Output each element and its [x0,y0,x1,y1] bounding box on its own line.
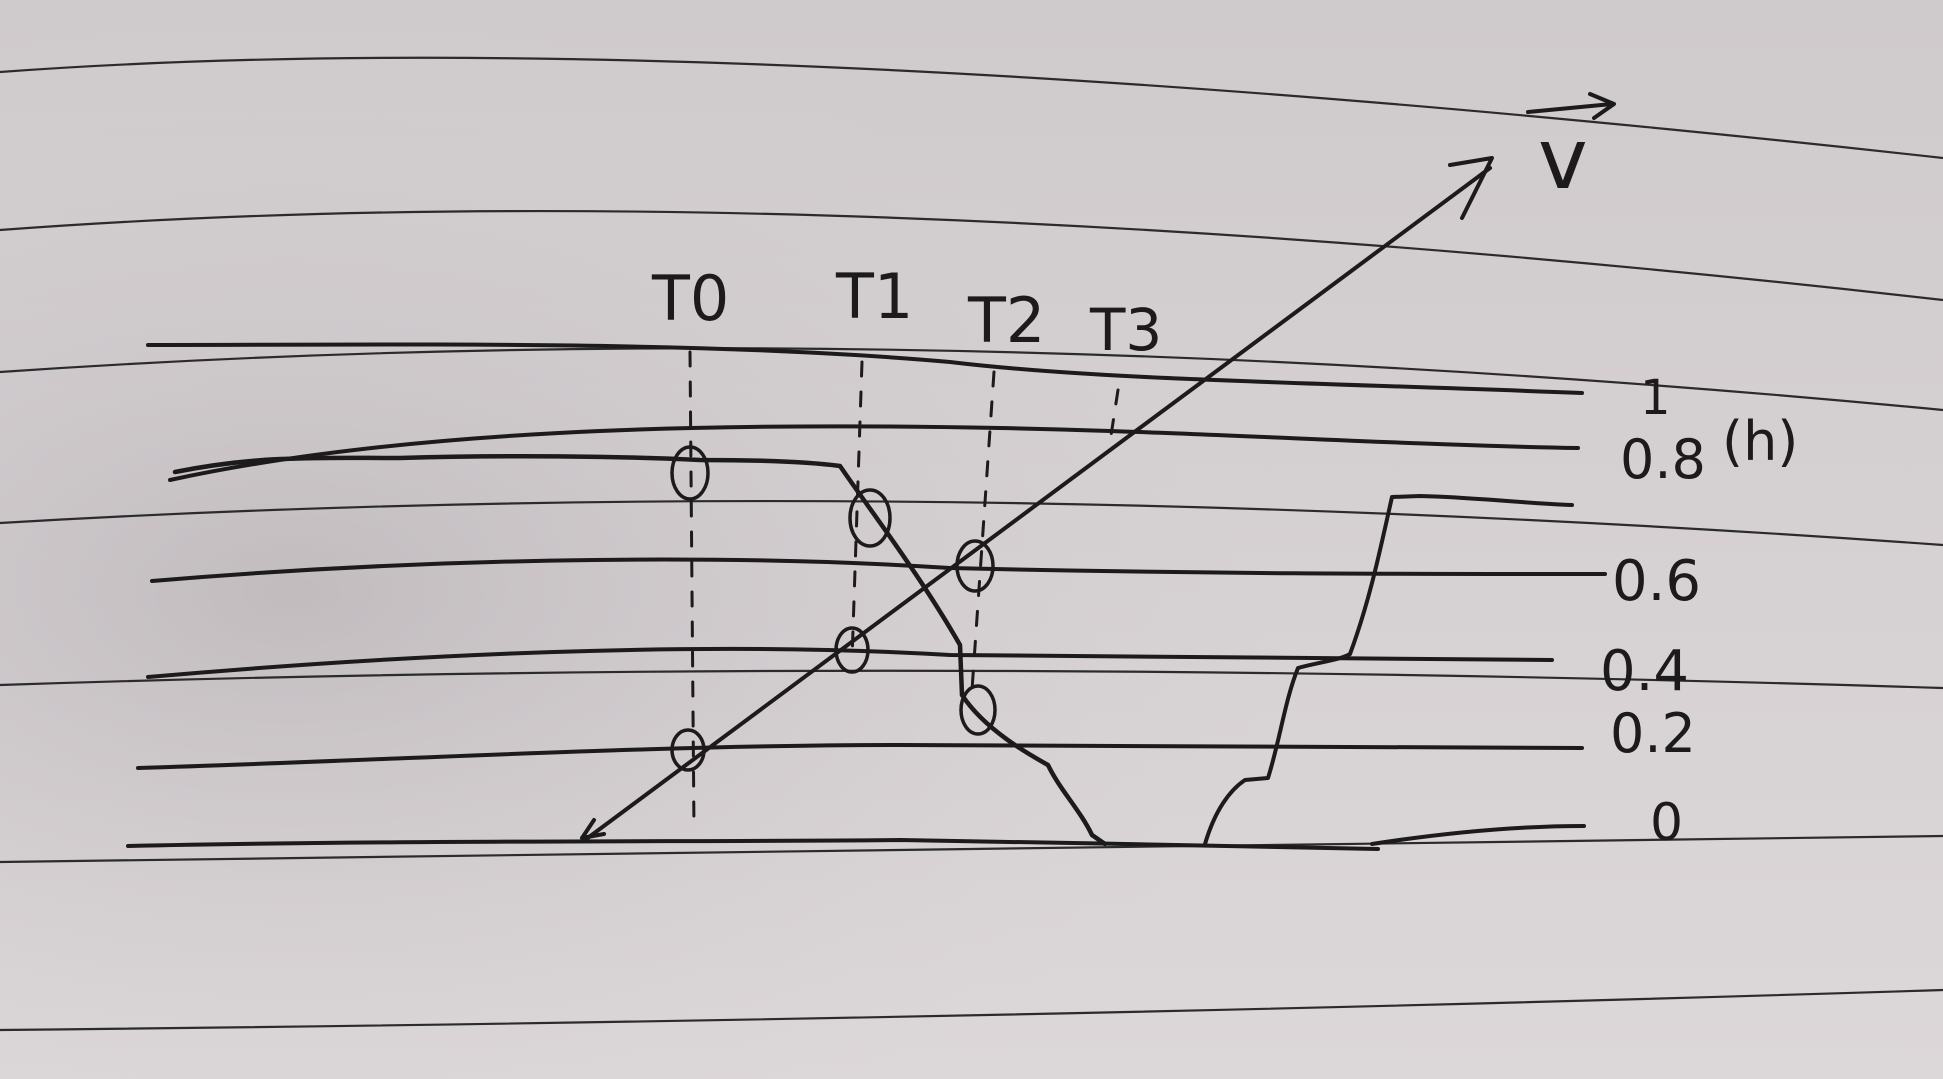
ruled-line [0,209,1943,302]
ruled-line [0,56,1943,160]
label-level-0.2: 0.2 [1610,702,1696,765]
label-t0: T0 [651,262,729,335]
sample-point-t2-vector [955,539,995,593]
label-t2: T2 [967,284,1045,357]
level-line-0.2 [136,742,1584,770]
ruled-line [0,834,1943,864]
sample-point-t0-vector [670,728,706,772]
vector-tip-arrowhead [1448,156,1494,220]
time-labels: T0 T1 T2 T3 [651,260,1162,364]
level-line-0.4 [146,646,1554,679]
level-line-0-right [1370,824,1586,846]
vector-label-arrow [1526,92,1616,120]
time-markers [688,350,1120,832]
label-t1: T1 [835,260,913,333]
label-level-0.8: 0.8 [1620,428,1706,491]
ruled-line [0,499,1943,547]
sample-point-t2-curve [959,684,997,736]
sample-point-t1-vector [834,626,870,674]
vector-tail-arrowhead [580,818,606,840]
rising-curve [1203,494,1574,846]
time-marker-t2 [970,370,996,692]
ruled-line [0,988,1943,1032]
label-level-0.6: 0.6 [1612,549,1701,614]
label-level-0.4: 0.4 [1600,639,1689,704]
level-lines [126,342,1607,851]
label-level-1: 1 [1640,370,1671,426]
sample-point-t0-curve [670,445,710,501]
sample-point-t1-curve [848,488,892,548]
label-level-0: 0 [1650,793,1683,853]
label-t3: T3 [1089,296,1162,364]
velocity-vector [580,156,1494,842]
label-unit: (h) [1722,410,1798,473]
ruled-lines [0,56,1943,1032]
level-line-0 [126,838,1380,851]
declining-curve [172,454,1108,847]
level-labels: 1 0.8 0.6 0.4 0.2 0 (h) [1600,370,1798,853]
vector-shaft [583,166,1492,842]
time-marker-t3 [1108,388,1120,444]
time-marker-t1 [850,360,864,662]
level-line-0.6 [150,557,1607,583]
sample-points [670,445,997,772]
level-line-0.8 [168,424,1580,482]
ruled-line [0,347,1943,412]
level-line-1 [146,342,1584,395]
time-marker-t0 [688,350,696,832]
ruled-line [0,669,1943,690]
label-vector: v [1538,110,1588,208]
vector-label-group: v [1526,92,1616,208]
